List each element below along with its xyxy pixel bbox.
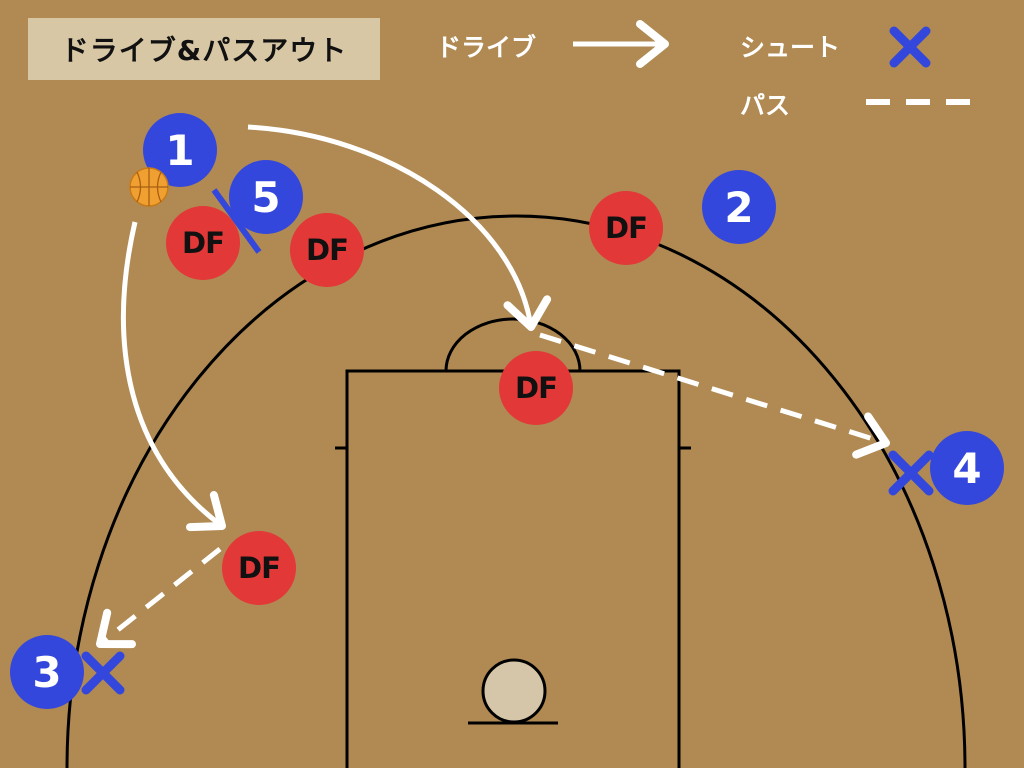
drive-arrow-1-to-baseline (121, 221, 226, 532)
defender-marker[interactable]: DF (290, 213, 364, 287)
basketball-icon (129, 167, 169, 207)
defender-marker[interactable]: DF (589, 191, 663, 265)
legend-drive-label: ドライブ (436, 33, 537, 62)
diagram-title: ドライブ&パスアウト (28, 18, 380, 80)
defender-marker[interactable]: DF (166, 206, 240, 280)
legend-shoot-label: シュート (740, 33, 841, 62)
three-point-arc (65, 214, 967, 768)
pass-arrow-to-3 (96, 547, 222, 649)
offense-player-2[interactable]: 2 (702, 170, 776, 244)
offense-player-1[interactable]: 1 (143, 113, 217, 187)
drive-arrow-1-to-middle (247, 124, 552, 331)
defender-marker[interactable]: DF (222, 531, 296, 605)
defender-marker[interactable]: DF (499, 351, 573, 425)
offense-player-3[interactable]: 3 (10, 635, 84, 709)
legend-pass-label: パス (740, 91, 791, 120)
hoop (481, 658, 547, 724)
pass-arrow-to-4 (539, 332, 890, 459)
shoot-x-icon-3 (81, 651, 125, 695)
shoot-x-icon-4 (888, 450, 934, 496)
offense-player-5[interactable]: 5 (229, 160, 303, 234)
offense-player-4[interactable]: 4 (930, 431, 1004, 505)
screen-line (211, 188, 262, 254)
legend-shoot-x-icon (889, 26, 931, 68)
